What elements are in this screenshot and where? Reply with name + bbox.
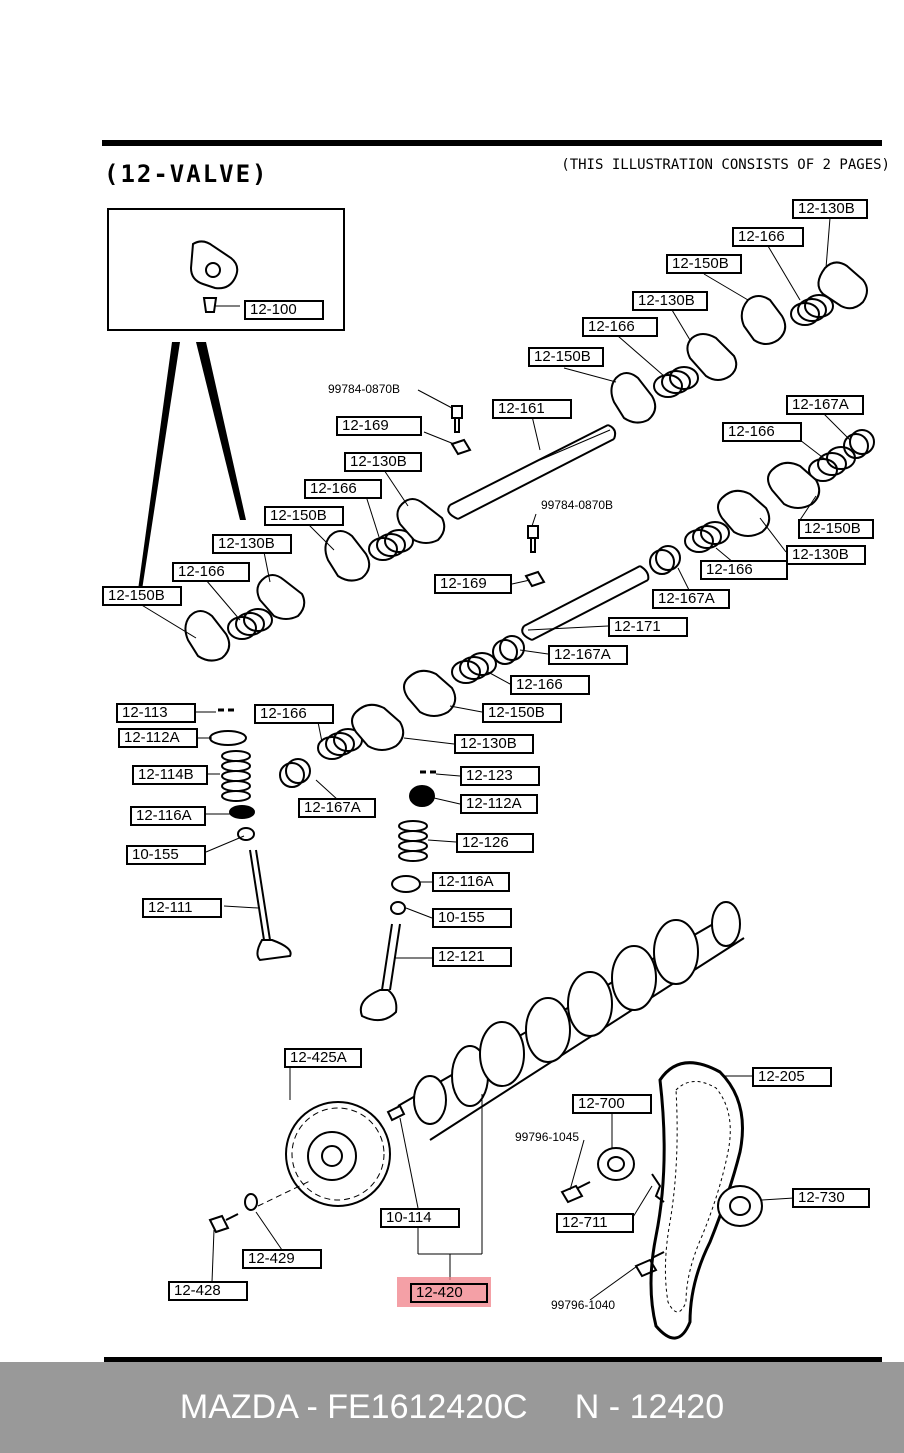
callout-12-116A[interactable]: 12-116A xyxy=(432,872,510,892)
callout-99784-0870B[interactable]: 99784-0870B xyxy=(328,382,401,396)
inset-frame xyxy=(107,208,345,331)
callout-12-166[interactable]: 12-166 xyxy=(304,479,382,499)
callout-99784-0870B[interactable]: 99784-0870B xyxy=(541,498,614,512)
callout-12-150B[interactable]: 12-150B xyxy=(264,506,344,526)
callout-12-166[interactable]: 12-166 xyxy=(582,317,658,337)
callout-12-166[interactable]: 12-166 xyxy=(722,422,802,442)
callout-12-169[interactable]: 12-169 xyxy=(336,416,422,436)
callout-12-150B[interactable]: 12-150B xyxy=(666,254,742,274)
callout-12-167A[interactable]: 12-167A xyxy=(548,645,628,665)
callout-12-167A[interactable]: 12-167A xyxy=(786,395,864,415)
callout-12-167A[interactable]: 12-167A xyxy=(298,798,376,818)
callout-12-166[interactable]: 12-166 xyxy=(700,560,788,580)
callout-12-711[interactable]: 12-711 xyxy=(556,1213,634,1233)
callout-12-171[interactable]: 12-171 xyxy=(608,617,688,637)
callout-12-116A[interactable]: 12-116A xyxy=(130,806,206,826)
callout-12-150B[interactable]: 12-150B xyxy=(528,347,604,367)
callout-12-700[interactable]: 12-700 xyxy=(572,1094,652,1114)
callout-12-126[interactable]: 12-126 xyxy=(456,833,534,853)
callout-99796-1040[interactable]: 99796-1040 xyxy=(551,1298,616,1312)
callout-12-130B[interactable]: 12-130B xyxy=(786,545,866,565)
callout-12-130B[interactable]: 12-130B xyxy=(454,734,534,754)
callout-12-166[interactable]: 12-166 xyxy=(172,562,250,582)
callout-10-155[interactable]: 10-155 xyxy=(432,908,512,928)
callout-12-150B[interactable]: 12-150B xyxy=(482,703,562,723)
callout-12-425A[interactable]: 12-425A xyxy=(284,1048,362,1068)
callout-12-130B[interactable]: 12-130B xyxy=(632,291,708,311)
callout-10-155[interactable]: 10-155 xyxy=(126,845,206,865)
callout-12-150B[interactable]: 12-150B xyxy=(102,586,182,606)
callout-12-166[interactable]: 12-166 xyxy=(254,704,334,724)
callout-12-428[interactable]: 12-428 xyxy=(168,1281,248,1301)
callout-12-429[interactable]: 12-429 xyxy=(242,1249,322,1269)
callout-12-130B[interactable]: 12-130B xyxy=(212,534,292,554)
callout-12-166[interactable]: 12-166 xyxy=(510,675,590,695)
illustration-note: (THIS ILLUSTRATION CONSISTS OF 2 PAGES) xyxy=(561,157,890,173)
callout-12-130B[interactable]: 12-130B xyxy=(344,452,422,472)
callout-12-114B[interactable]: 12-114B xyxy=(132,765,208,785)
callout-12-112A[interactable]: 12-112A xyxy=(460,794,538,814)
callout-12-169[interactable]: 12-169 xyxy=(434,574,512,594)
callout-12-167A[interactable]: 12-167A xyxy=(652,589,730,609)
callout-12-161[interactable]: 12-161 xyxy=(492,399,572,419)
callout-12-111[interactable]: 12-111 xyxy=(142,898,222,918)
callout-12-420[interactable]: 12-420 xyxy=(410,1283,488,1303)
footer-text: MAZDA - FE1612420C N - 12420 xyxy=(179,1388,725,1426)
callout-12-205[interactable]: 12-205 xyxy=(752,1067,832,1087)
callout-12-121[interactable]: 12-121 xyxy=(432,947,512,967)
callout-12-123[interactable]: 12-123 xyxy=(460,766,540,786)
callout-12-150B[interactable]: 12-150B xyxy=(798,519,874,539)
callout-12-130B[interactable]: 12-130B xyxy=(792,199,868,219)
callout-12-112A[interactable]: 12-112A xyxy=(118,728,198,748)
page-title: (12-VALVE) xyxy=(104,160,269,188)
callout-12-730[interactable]: 12-730 xyxy=(792,1188,870,1208)
callout-12-166[interactable]: 12-166 xyxy=(732,227,804,247)
callout-12-100[interactable]: 12-100 xyxy=(244,300,324,320)
footer-bar: MAZDA - FE1612420C N - 12420 xyxy=(0,1362,904,1453)
callout-10-114[interactable]: 10-114 xyxy=(380,1208,460,1228)
callout-12-113[interactable]: 12-113 xyxy=(116,703,196,723)
callout-99796-1045[interactable]: 99796-1045 xyxy=(515,1130,580,1144)
